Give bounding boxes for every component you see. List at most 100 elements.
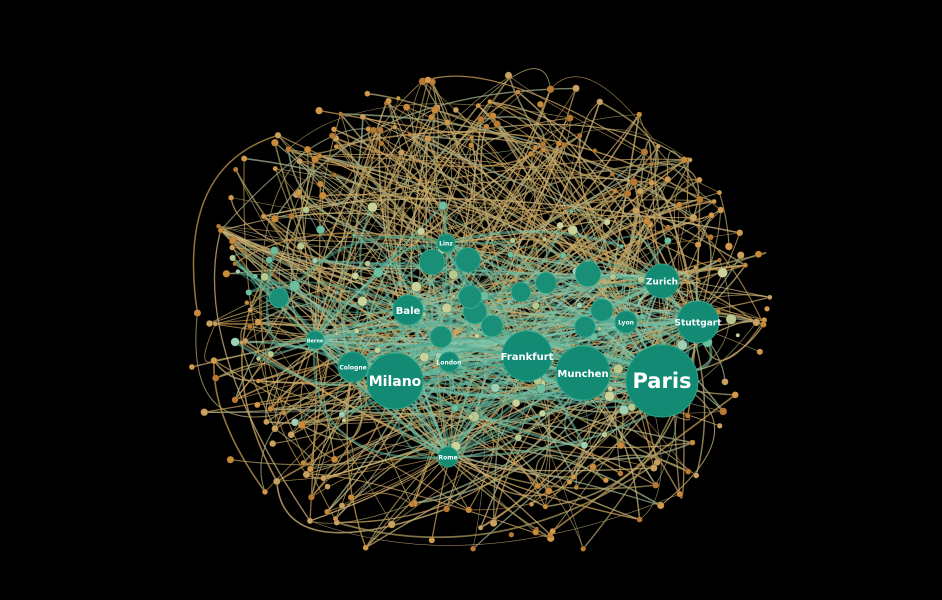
graph-node — [311, 155, 320, 164]
graph-node — [693, 472, 700, 479]
graph-node — [653, 458, 661, 467]
graph-edge — [411, 321, 627, 506]
graph-node — [367, 201, 378, 213]
graph-node — [609, 171, 615, 177]
graph-edge — [215, 363, 279, 410]
graph-node — [580, 545, 587, 552]
hub-node-london[interactable]: London — [437, 351, 462, 373]
hub-label-stuttgart: Stuttgart — [674, 319, 722, 329]
graph-node — [235, 269, 241, 275]
graph-node — [483, 123, 490, 130]
graph-node — [376, 126, 384, 134]
graph-node — [489, 519, 498, 527]
graph-node — [270, 214, 279, 223]
graph-node — [528, 501, 535, 507]
graph-node — [509, 237, 516, 244]
graph-edge — [218, 225, 409, 311]
graph-node — [254, 318, 262, 326]
graph-node — [441, 302, 452, 314]
graph-edge — [673, 252, 767, 277]
graph-node — [324, 508, 331, 515]
graph-node — [767, 294, 773, 300]
graph-node — [232, 261, 238, 267]
graph-node — [290, 418, 299, 427]
graph-node — [676, 490, 683, 498]
graph-node — [618, 404, 630, 416]
hub-label-london: London — [437, 360, 462, 367]
graph-edge — [686, 159, 712, 222]
graph-node — [596, 98, 604, 106]
graph-node — [570, 474, 577, 480]
graph-node — [443, 119, 451, 126]
graph-node — [222, 269, 231, 278]
graph-node — [684, 468, 692, 475]
graph-node — [451, 294, 456, 299]
graph-node — [675, 201, 683, 208]
graph-node — [229, 236, 237, 244]
hub-node-lyon[interactable]: Lyon — [614, 310, 638, 334]
graph-node — [711, 198, 717, 205]
graph-node — [351, 232, 357, 238]
graph-node — [306, 465, 314, 473]
graph-edge — [340, 113, 694, 219]
hub-node-bale[interactable]: Bale — [392, 294, 424, 326]
graph-node — [717, 206, 725, 214]
graph-edge — [346, 366, 367, 548]
hub-node-linz[interactable]: Linz — [436, 233, 456, 253]
graph-node — [616, 441, 625, 450]
graph-node — [330, 126, 338, 133]
graph-node — [316, 153, 323, 159]
graph-node — [490, 383, 501, 393]
graph-edge — [351, 241, 447, 368]
hub-node-rome[interactable]: Rome — [437, 446, 459, 468]
graph-edge — [300, 152, 402, 247]
graph-node — [535, 383, 547, 394]
graph-node — [274, 131, 282, 139]
hub-node-munchen[interactable]: Munchen — [555, 345, 611, 401]
graph-node — [295, 188, 303, 196]
graph-node — [493, 120, 501, 128]
graph-node — [228, 194, 235, 201]
graph-node — [316, 180, 324, 188]
graph-edge — [314, 279, 663, 342]
graph-edge — [447, 456, 640, 521]
graph-edge — [301, 113, 358, 426]
graph-edge — [319, 155, 635, 183]
graph-node — [721, 378, 729, 386]
graph-edge — [274, 206, 699, 246]
graph-edge — [445, 159, 685, 244]
graph-edge — [321, 113, 355, 239]
graph-node — [664, 224, 672, 231]
graph-edge — [654, 145, 677, 271]
hub-node-cologne[interactable]: Cologne — [337, 351, 369, 383]
graph-node — [604, 390, 615, 402]
hub-node-berne[interactable]: Berne — [305, 330, 325, 350]
graph-node — [226, 455, 235, 464]
graph-node — [535, 272, 557, 294]
graph-node — [332, 515, 339, 522]
graph-node — [265, 256, 273, 264]
graph-node — [410, 281, 422, 293]
hub-node-milano[interactable]: Milano — [366, 352, 424, 410]
graph-node — [271, 425, 279, 433]
graph-edge — [291, 212, 447, 244]
graph-node — [511, 398, 521, 408]
graph-node — [640, 148, 649, 156]
graph-node — [573, 484, 579, 491]
graph-edge — [718, 192, 730, 247]
graph-node — [617, 470, 624, 477]
graph-node — [428, 113, 435, 121]
hub-node-frankfurt[interactable]: Frankfurt — [501, 330, 554, 382]
hub-node-stuttgart[interactable]: Stuttgart — [674, 300, 722, 344]
graph-edge — [359, 206, 396, 382]
graph-node — [590, 298, 614, 322]
hub-node-zurich[interactable]: Zurich — [644, 263, 680, 299]
graph-node — [418, 248, 446, 276]
graph-edge — [447, 456, 570, 497]
hub-node-paris[interactable]: Paris — [625, 344, 699, 418]
graph-node — [303, 145, 312, 154]
graph-node — [451, 404, 460, 413]
graph-node — [324, 483, 331, 490]
graph-edge — [434, 109, 663, 282]
